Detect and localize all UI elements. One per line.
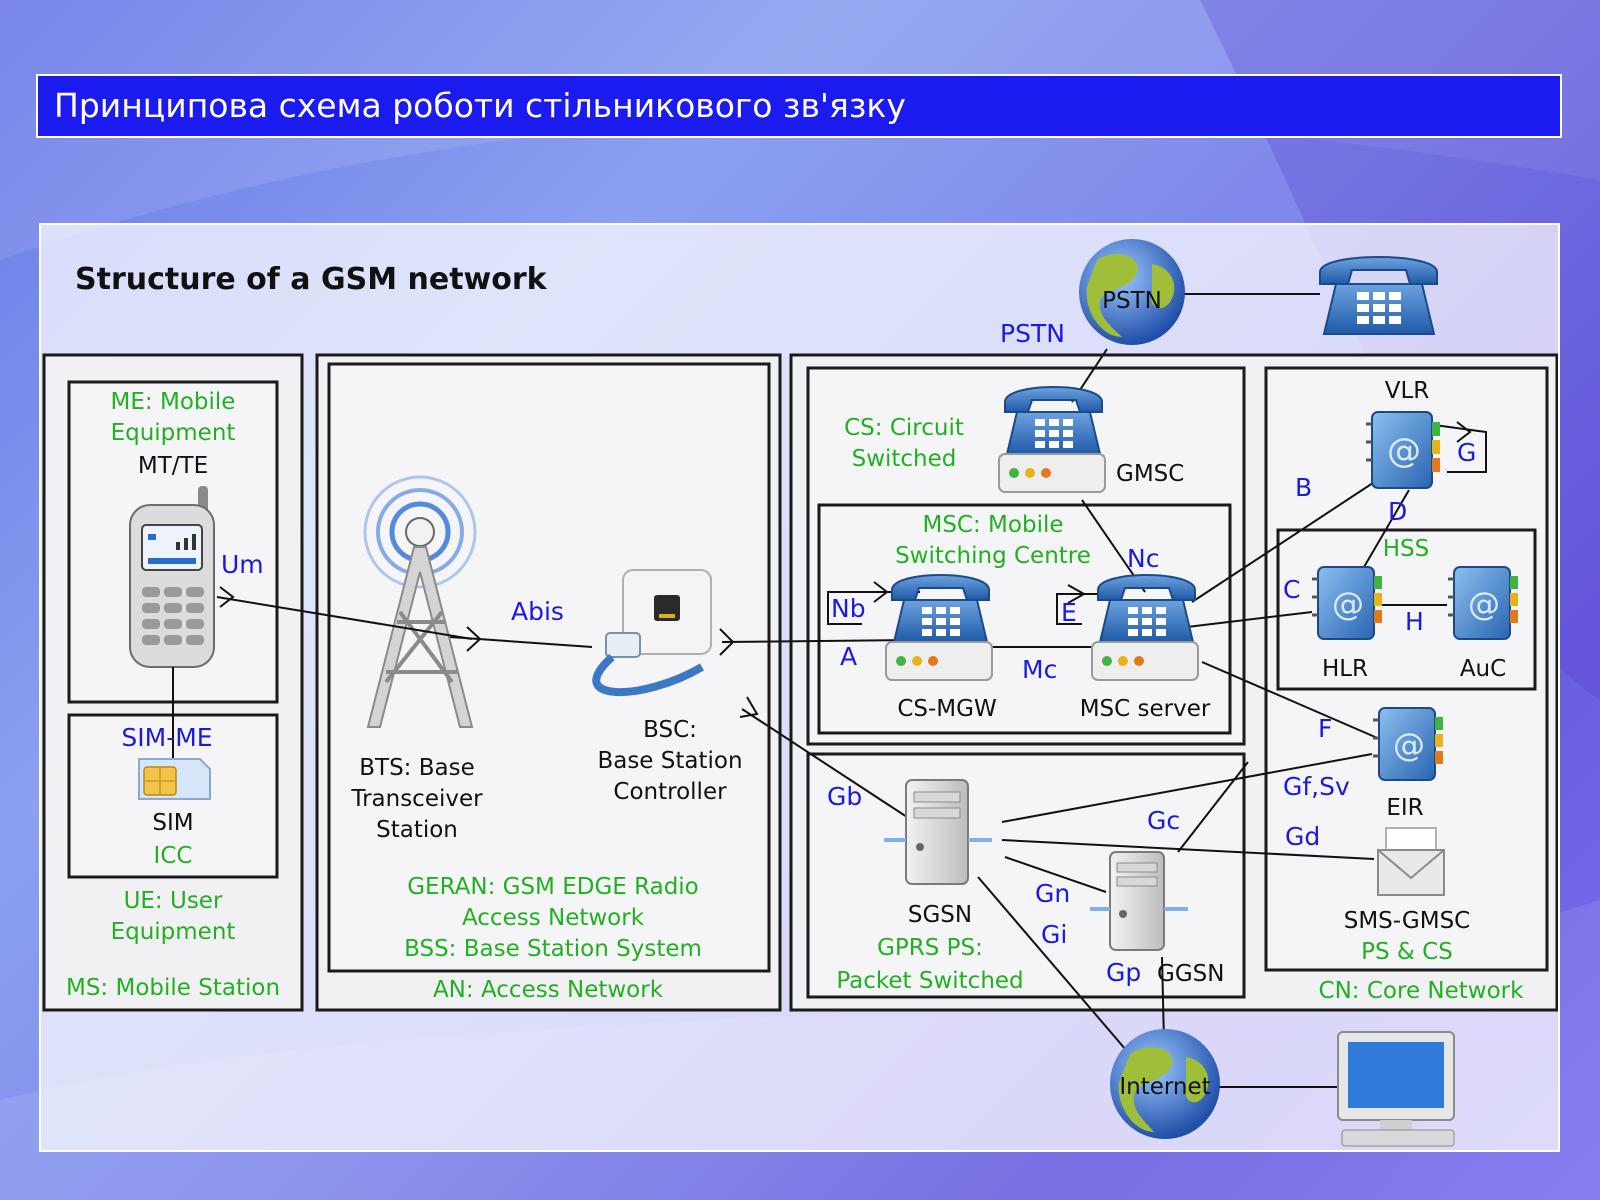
auc-label: AuC <box>1460 656 1506 682</box>
bts-label-1: BTS: Base <box>359 755 475 781</box>
gfsv-label: Gf,Sv <box>1283 772 1350 801</box>
gn-label: Gn <box>1035 879 1070 908</box>
pstn-label: PSTN <box>1000 319 1065 348</box>
msc-server-label: MSC server <box>1080 696 1211 722</box>
icc-label: ICC <box>154 843 193 869</box>
eir-label: EIR <box>1386 795 1423 821</box>
c-label: C <box>1283 575 1300 604</box>
bss-label: BSS: Base Station System <box>404 936 702 962</box>
hlr-label: HLR <box>1322 656 1368 682</box>
cs-label-1: CS: Circuit <box>844 415 964 441</box>
network-socket-icon <box>592 569 712 697</box>
bts-label-3: Station <box>376 817 458 843</box>
geran-label-1: GERAN: GSM EDGE Radio <box>407 874 699 900</box>
gp-label: Gp <box>1106 958 1141 987</box>
gmsc-label: GMSC <box>1116 461 1184 487</box>
sim-me-label: SIM-ME <box>121 723 212 752</box>
connection-lines <box>216 293 1487 1088</box>
globe-icon <box>1110 1029 1220 1139</box>
nc-label: Nc <box>1127 544 1159 573</box>
ue-label-2: Equipment <box>111 919 236 945</box>
telephone-exchange-icon <box>885 574 993 681</box>
um-label: Um <box>221 550 264 579</box>
sms-gmsc-label: SMS-GMSC <box>1344 908 1471 934</box>
hss-label: HSS <box>1383 536 1430 562</box>
vlr-label: VLR <box>1385 378 1430 404</box>
address-book-icon: @ <box>1373 707 1443 781</box>
e-label: E <box>1061 598 1077 627</box>
bsc-label-1: BSC: <box>643 717 697 743</box>
cn-group-label: CN: Core Network <box>1319 978 1525 1004</box>
diagram-heading: Structure of a GSM network <box>75 262 548 297</box>
ms-group-label: MS: Mobile Station <box>66 975 280 1001</box>
ggsn-label: GGSN <box>1157 961 1224 987</box>
mtte-label: MT/TE <box>138 453 208 479</box>
phone-icon <box>129 486 215 668</box>
cs-label-2: Switched <box>852 446 957 472</box>
geran-label-2: Access Network <box>462 905 645 931</box>
abis-label: Abis <box>511 597 564 626</box>
server-icon <box>884 779 992 885</box>
gprs-label-1: GPRS PS: <box>877 935 983 961</box>
ue-label-1: UE: User <box>124 888 223 914</box>
f-label: F <box>1318 714 1332 743</box>
envelope-icon <box>1377 827 1445 896</box>
sim-card-icon <box>138 758 211 800</box>
telephone-exchange-icon <box>998 386 1106 493</box>
d-label: D <box>1388 497 1407 526</box>
slide-title: Принципова схема роботи стільникового зв… <box>36 74 1562 138</box>
gi-label: Gi <box>1041 920 1067 949</box>
svg-text:@: @ <box>1387 431 1421 471</box>
address-book-icon: @ <box>1312 566 1382 640</box>
csmgw-label: CS-MGW <box>897 696 996 722</box>
gc-label: Gc <box>1147 806 1180 835</box>
nb-label: Nb <box>831 594 866 623</box>
b-label: B <box>1295 473 1312 502</box>
sgsn-label: SGSN <box>908 902 972 928</box>
gb-label: Gb <box>827 782 862 811</box>
bts-label-2: Transceiver <box>350 786 483 812</box>
me-label-2: Equipment <box>111 420 236 446</box>
internet-label: Internet <box>1119 1074 1210 1100</box>
gprs-label-2: Packet Switched <box>836 968 1023 994</box>
an-group-label: AN: Access Network <box>433 977 664 1003</box>
telephone-exchange-icon <box>1091 574 1199 681</box>
bsc-label-3: Controller <box>613 779 727 805</box>
g-label: G <box>1457 438 1476 467</box>
h-label: H <box>1405 607 1424 636</box>
address-book-icon: @ <box>1366 411 1440 489</box>
svg-text:@: @ <box>1393 726 1425 764</box>
svg-text:@: @ <box>1468 585 1500 623</box>
me-label-1: ME: Mobile <box>111 389 236 415</box>
mc-label: Mc <box>1022 655 1057 684</box>
gsm-structure-diagram: Structure of a GSM network ME: Mobile Eq… <box>42 239 1559 1147</box>
antenna-tower-icon <box>363 475 477 728</box>
ps-cs-label: PS & CS <box>1361 939 1453 965</box>
globe-icon <box>1079 239 1185 345</box>
server-icon <box>1090 851 1188 951</box>
computer-monitor-icon <box>1337 1031 1455 1147</box>
gd-label: Gd <box>1285 822 1320 851</box>
sim-label: SIM <box>152 810 193 836</box>
msc-label-1: MSC: Mobile <box>922 512 1063 538</box>
desk-phone-icon <box>1319 256 1438 335</box>
msc-label-2: Switching Centre <box>895 543 1091 569</box>
a-label: A <box>840 642 857 671</box>
pstn-globe-label: PSTN <box>1102 288 1162 314</box>
diagram-frame: Structure of a GSM network ME: Mobile Eq… <box>39 223 1560 1152</box>
ps-box <box>806 752 1246 999</box>
svg-text:@: @ <box>1332 585 1364 623</box>
bsc-label-2: Base Station <box>597 748 742 774</box>
address-book-icon: @ <box>1448 566 1518 640</box>
